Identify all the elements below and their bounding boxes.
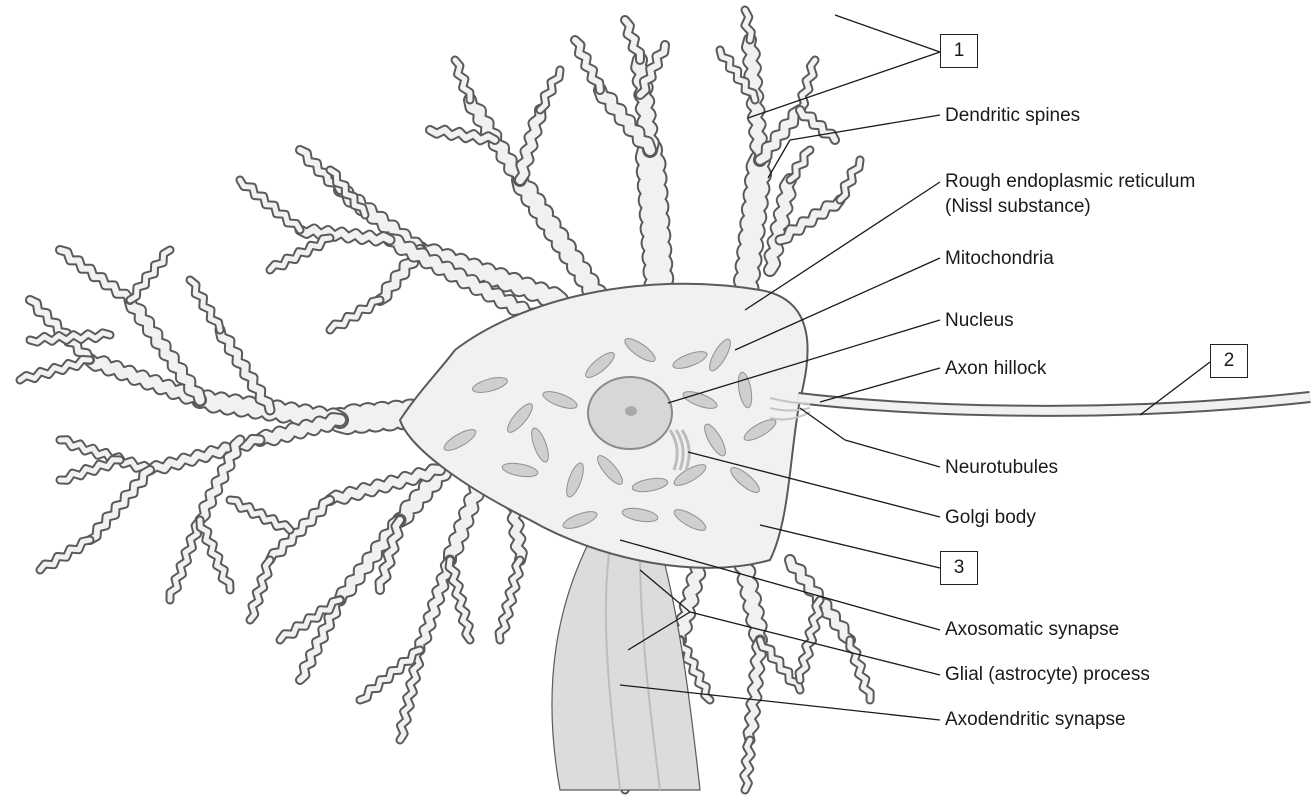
- leader-box1-a: [835, 15, 940, 52]
- dendrite-branch: [760, 640, 800, 690]
- dendrite-branch: [200, 520, 230, 590]
- dendrite-branch: [420, 560, 450, 650]
- label-nucleus: Nucleus: [945, 309, 1014, 332]
- dendrite-branch: [575, 40, 600, 90]
- dendrite-branch: [744, 160, 761, 295]
- dendrite-branch: [648, 150, 662, 300]
- label-axodendritic-synapse: Axodendritic synapse: [945, 708, 1126, 731]
- dendrite-branch: [330, 300, 380, 330]
- number-box-1: 1: [940, 34, 978, 68]
- label-glial-process: Glial (astrocyte) process: [945, 663, 1150, 686]
- glial-process-shape: [552, 540, 700, 790]
- label-rer-line1: Rough endoplasmic reticulum: [945, 170, 1195, 193]
- axon: [798, 397, 1310, 411]
- dendrite-branch: [60, 460, 120, 480]
- label-axosomatic-synapse: Axosomatic synapse: [945, 618, 1119, 641]
- leader-box1-b: [748, 52, 940, 118]
- leader-neurotubules-b: [800, 408, 845, 440]
- label-neurotubules: Neurotubules: [945, 456, 1058, 479]
- dendrite-branch: [130, 250, 170, 300]
- dendrite-branch: [625, 20, 640, 60]
- label-rer-line2: (Nissl substance): [945, 195, 1091, 218]
- dendrite-branch: [170, 520, 200, 600]
- dendrite-branch: [190, 280, 220, 330]
- label-dendritic-spines: Dendritic spines: [945, 104, 1080, 127]
- number-box-3: 3: [940, 551, 978, 585]
- dendrite-branch: [850, 640, 870, 700]
- dendrite-branch: [240, 180, 300, 230]
- dendrite-branch: [30, 300, 90, 360]
- dendrite-branch: [40, 540, 90, 570]
- dendrite-branch: [90, 470, 150, 540]
- leader-axon-hillock: [820, 368, 940, 402]
- label-golgi-body: Golgi body: [945, 506, 1036, 529]
- nucleolus: [625, 406, 637, 416]
- label-axon-hillock: Axon hillock: [945, 357, 1046, 380]
- label-mitochondria: Mitochondria: [945, 247, 1054, 270]
- leader-neurotubules-a: [845, 440, 940, 467]
- number-box-2: 2: [1210, 344, 1248, 378]
- dendrite-branch: [60, 250, 130, 300]
- dendrite-branch: [230, 500, 290, 530]
- dendrite-branch: [270, 238, 330, 270]
- glial-process: [552, 540, 700, 790]
